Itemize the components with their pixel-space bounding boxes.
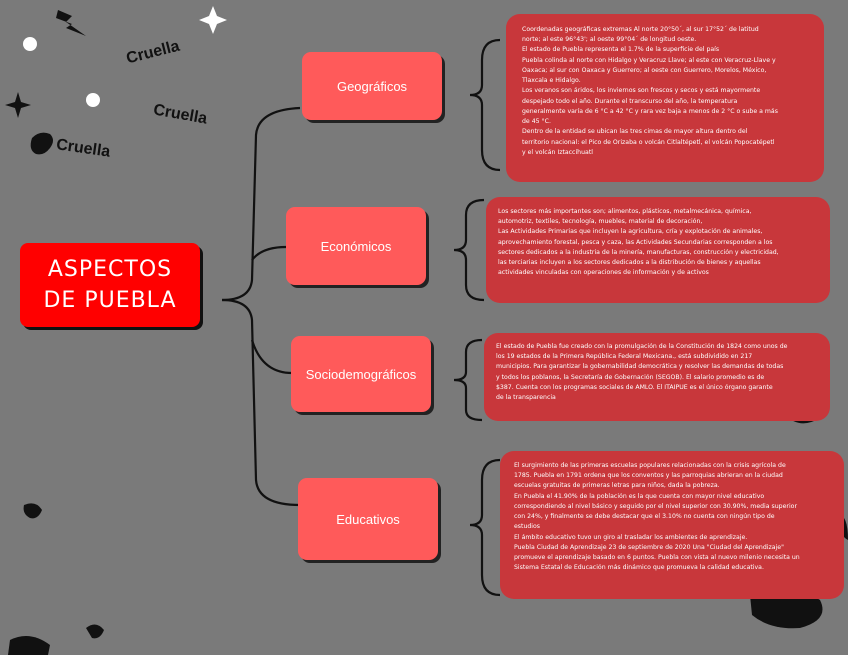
detail-line: de 45 °C. <box>522 117 812 127</box>
detail-geograficos: Coordenadas geográficas extremas Al nort… <box>506 14 824 182</box>
blot-icon <box>31 133 53 155</box>
dot-icon <box>23 37 37 51</box>
category-economicos: Económicos <box>286 207 426 285</box>
detail-line: Tlaxcala e Hidalgo. <box>522 76 812 86</box>
detail-line: escuelas gratuitas de primeras letras pa… <box>514 481 832 491</box>
blot-icon <box>86 624 104 638</box>
detail-line: las terciarias incluyen a los sectores d… <box>498 258 818 268</box>
detail-line: con 24%, y finalmente se debe destacar q… <box>514 512 832 522</box>
detail-sociodemograficos: El estado de Puebla fue creado con la pr… <box>484 333 830 421</box>
detail-line: actividades vinculadas con operaciones d… <box>498 268 818 278</box>
detail-text: Coordenadas geográficas extremas Al nort… <box>506 14 824 158</box>
category-sociodemograficos: Sociodemográficos <box>291 336 431 412</box>
detail-text: El surgimiento de las primeras escuelas … <box>500 451 844 574</box>
detail-line: Coordenadas geográficas extremas Al nort… <box>522 25 812 35</box>
detail-line: Los sectores más importantes son; alimen… <box>498 207 818 217</box>
detail-line: En Puebla el 41.90% de la población es l… <box>514 492 832 502</box>
detail-line: 1785. Puebla en 1791 ordena que los conv… <box>514 471 832 481</box>
detail-text: Los sectores más importantes son; alimen… <box>486 197 830 279</box>
detail-line: y todos los poblanos, la Secretaría de G… <box>496 373 818 383</box>
detail-line: los 19 estados de la Primera República F… <box>496 352 818 362</box>
detail-line: correspondiendo al nivel básico y seguid… <box>514 502 832 512</box>
detail-line: El ámbito educativo tuvo un giro al tras… <box>514 533 832 543</box>
detail-line: Los veranos son áridos, los inviernos so… <box>522 86 812 96</box>
detail-line: sectores dedicados a la industria de la … <box>498 248 818 258</box>
main-title-line-1: ASPECTOS <box>20 243 200 286</box>
detail-line: El surgimiento de las primeras escuelas … <box>514 461 832 471</box>
detail-line: El estado de Puebla fue creado con la pr… <box>496 342 818 352</box>
detail-line: Dentro de la entidad se ubican las tres … <box>522 127 812 137</box>
main-title-box: ASPECTOS DE PUEBLA <box>20 243 200 327</box>
blot-icon <box>24 503 42 518</box>
detail-line: $387. Cuenta con los programas sociales … <box>496 383 818 393</box>
detail-line: Puebla Ciudad de Aprendizaje 23 de septi… <box>514 543 832 553</box>
detail-line: de la transparencia <box>496 393 818 403</box>
detail-line: territorio nacional: el Pico de Orizaba … <box>522 138 812 148</box>
main-title-line-2: DE PUEBLA <box>20 286 200 317</box>
category-educativos: Educativos <box>298 478 438 560</box>
detail-line: promueve el aprendizaje basado en 6 punt… <box>514 553 832 563</box>
detail-line: generalmente varía de 6 °C a 42 °C y rar… <box>522 107 812 117</box>
detail-text: El estado de Puebla fue creado con la pr… <box>484 333 830 403</box>
detail-line: Puebla colinda al norte con Hidalgo y Ve… <box>522 56 812 66</box>
category-geograficos: Geográficos <box>302 52 442 120</box>
detail-line: Sistema Estatal de Educación más dinámic… <box>514 563 832 573</box>
lightning-icon <box>56 10 86 36</box>
detail-line: despejado todo el año. Durante el transc… <box>522 97 812 107</box>
detail-line: municipios. Para garantizar la gobernabi… <box>496 362 818 372</box>
sparkle-icon <box>5 92 31 118</box>
detail-line: aprovechamiento forestal, pesca y caza, … <box>498 238 818 248</box>
detail-line: automotriz, textiles, tecnología, mueble… <box>498 217 818 227</box>
detail-line: El estado de Puebla representa el 1.7% d… <box>522 45 812 55</box>
detail-line: Oaxaca; al sur con Oaxaca y Guerrero; al… <box>522 66 812 76</box>
detail-economicos: Los sectores más importantes son; alimen… <box>486 197 830 303</box>
dot-icon <box>86 93 100 107</box>
detail-line: y el volcán Iztaccíhuatl <box>522 148 812 158</box>
detail-line: estudios <box>514 522 832 532</box>
detail-educativos: El surgimiento de las primeras escuelas … <box>500 451 844 599</box>
sparkle-icon <box>199 6 227 34</box>
detail-line: norte; al este 96°43'; al oeste 99°04´ d… <box>522 35 812 45</box>
blot-icon <box>8 636 50 655</box>
detail-line: Las Actividades Primarias que incluyen l… <box>498 227 818 237</box>
